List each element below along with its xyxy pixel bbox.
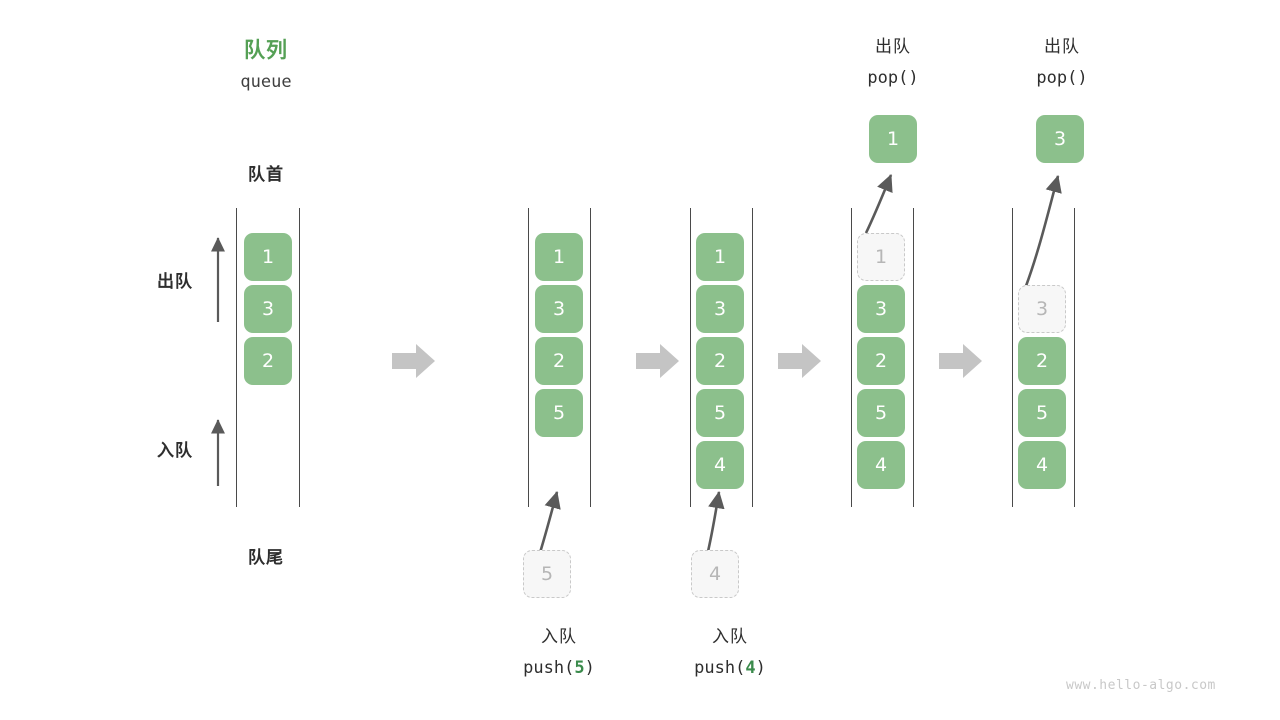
op-code-prefix: push( [523,658,575,678]
queue-cell: 5 [696,389,744,437]
queue-cell: 2 [535,337,583,385]
queue-cell: 4 [1018,441,1066,489]
queue-cell: 2 [857,337,905,385]
queue-rail-left-3 [690,208,691,507]
queue-rail-right-2 [590,208,591,507]
queue-rail-left-4 [851,208,852,507]
queue-cell: 2 [1018,337,1066,385]
incoming-element-ghost: 4 [691,550,739,598]
page-title-en: queue [240,72,292,92]
queue-cell: 5 [857,389,905,437]
queue-rail-right-3 [752,208,753,507]
queue-cell: 1 [535,233,583,281]
queue-cell: 5 [535,389,583,437]
page-title-cn: 队列 [244,38,288,62]
queue-rail-left-2 [528,208,529,507]
operation-label-cn: 入队 [712,627,748,647]
queue-cell: 4 [857,441,905,489]
transition-arrow-icon [392,344,435,378]
operation-label-cn: 出队 [1044,37,1080,57]
op-code-arg: 4 [745,658,756,678]
queue-rail-right-4 [913,208,914,507]
operation-label-code: push(4) [660,658,800,678]
queue-cell: 5 [1018,389,1066,437]
label-enqueue-direction: 入队 [157,441,193,461]
incoming-element-ghost: 5 [523,550,571,598]
queue-rail-right-1 [299,208,300,507]
queue-cell: 1 [696,233,744,281]
operation-label-code: push(5) [489,658,629,678]
queue-cell: 1 [244,233,292,281]
label-queue-rear: 队尾 [248,548,284,568]
operation-label-code: pop() [1036,68,1088,88]
op-code-prefix: push( [694,658,746,678]
queue-rail-right-5 [1074,208,1075,507]
queue-cell-ghost: 3 [1018,285,1066,333]
operation-label-cn: 入队 [541,627,577,647]
op-code-suffix: ) [584,658,595,678]
operation-label-cn: 出队 [875,37,911,57]
queue-cell: 3 [244,285,292,333]
queue-cell: 2 [244,337,292,385]
popped-element: 1 [869,115,917,163]
operation-label-code: pop() [867,68,919,88]
queue-cell: 2 [696,337,744,385]
transition-arrow-icon [778,344,821,378]
queue-rail-left-1 [236,208,237,507]
op-code-suffix: ) [755,658,766,678]
queue-cell: 4 [696,441,744,489]
queue-cell: 3 [696,285,744,333]
watermark: www.hello-algo.com [1066,678,1216,693]
transition-arrow-icon [636,344,679,378]
queue-cell: 3 [535,285,583,333]
queue-cell-ghost: 1 [857,233,905,281]
queue-cell: 3 [857,285,905,333]
label-dequeue-direction: 出队 [157,272,193,292]
transition-arrow-icon [939,344,982,378]
queue-rail-left-5 [1012,208,1013,507]
op-code-arg: 5 [574,658,585,678]
popped-element: 3 [1036,115,1084,163]
label-queue-front: 队首 [248,165,284,185]
